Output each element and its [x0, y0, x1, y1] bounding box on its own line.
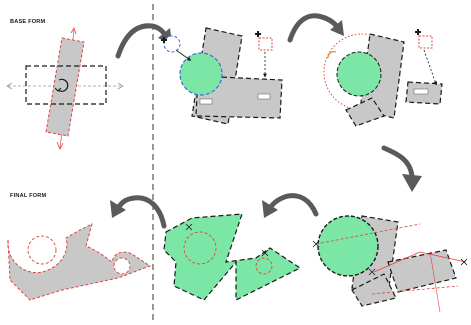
- small-red-box: [258, 37, 273, 51]
- plus-icon: [415, 29, 421, 35]
- green-circle: [179, 52, 223, 96]
- rotated-rectangle: [45, 37, 85, 137]
- right-block: [387, 249, 457, 293]
- left-wing: [351, 273, 397, 307]
- final-form-label: FINAL FORM: [10, 193, 47, 199]
- left-wing: [345, 97, 385, 127]
- curved-arrow-icon: [381, 145, 415, 179]
- rotate-icon: [54, 78, 69, 92]
- panel-subtraction-step: [312, 215, 468, 313]
- plus-icon: [255, 31, 261, 37]
- curved-arrow-icon: [115, 23, 169, 59]
- small-red-box: [418, 35, 433, 49]
- panel-final-form: [7, 223, 152, 301]
- base-form-label: BASE FORM: [10, 19, 46, 25]
- panel-addition-step: [161, 27, 283, 125]
- small-circle: [163, 35, 181, 53]
- green-circle: [336, 51, 382, 97]
- plus-icon: [161, 37, 167, 43]
- green-circle: [317, 215, 379, 277]
- outline-rectangle: [25, 65, 107, 105]
- panel-green-form: [163, 213, 302, 301]
- panel-merge-step: [323, 29, 443, 127]
- curved-arrow-icon: [287, 13, 341, 43]
- curved-arrow-icon: [267, 193, 319, 217]
- green-form-shape: [163, 213, 302, 301]
- final-form-shape: [7, 223, 152, 301]
- panel-base-form: [6, 27, 124, 150]
- curved-arrow-icon: [115, 195, 167, 229]
